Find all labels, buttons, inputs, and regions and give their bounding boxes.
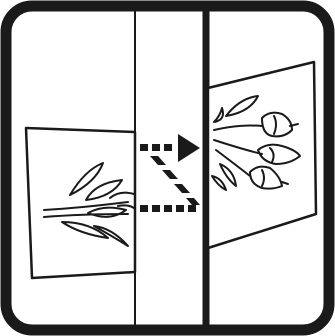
left-card (26, 128, 135, 278)
right-card (208, 62, 316, 248)
